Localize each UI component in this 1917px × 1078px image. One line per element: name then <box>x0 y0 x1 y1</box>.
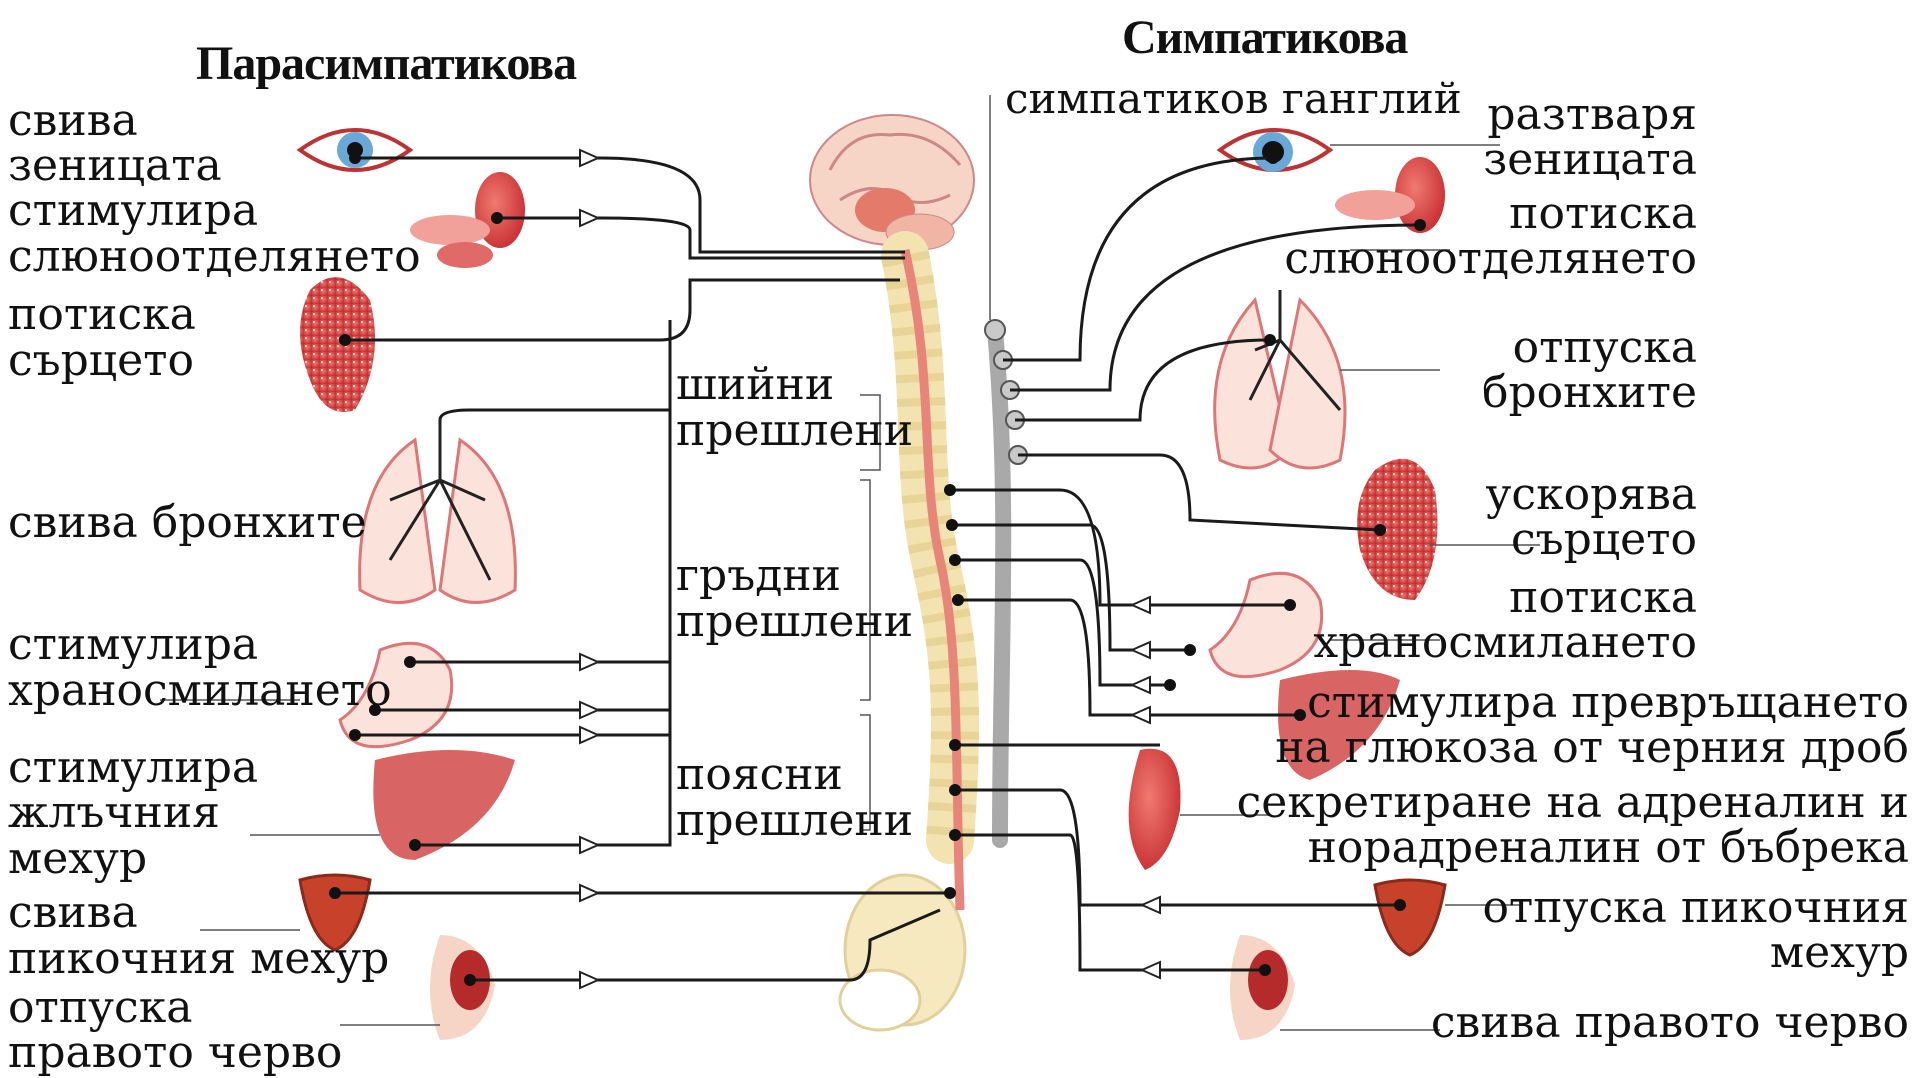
left-heart-line1: потиска <box>8 292 196 337</box>
left-gallbladder-line3: мехур <box>8 836 147 881</box>
parasympathetic-ganglia <box>580 150 598 988</box>
left-digestion-line1: стимулира <box>8 622 258 667</box>
lungs-left <box>360 420 516 603</box>
eye-right <box>1220 130 1330 172</box>
lungs-right <box>1215 290 1345 468</box>
left-rectum-line2: правото черво <box>8 1030 342 1075</box>
right-bladder-line2: мехур <box>1770 930 1909 975</box>
vertebrae-thoracic-line2: прешлени <box>676 599 913 644</box>
left-rectum-line1: отпуска <box>8 985 192 1030</box>
sympathetic-ganglion-label: симпатиков ганглий <box>1005 76 1462 121</box>
rectum-right <box>1230 935 1295 1040</box>
right-bronchi-line2: бронхите <box>1482 370 1697 415</box>
right-digestion-line1: потиска <box>1509 575 1697 620</box>
vertebrae-cervical-line2: прешлени <box>676 408 913 453</box>
right-liver-line2: на глюкоза от черния дроб <box>1275 725 1909 770</box>
left-gallbladder-line2: жлъчния <box>8 790 220 835</box>
right-rectum-line1: свива правото черво <box>1431 1000 1909 1045</box>
sympathetic-ganglion-chain <box>985 320 1027 840</box>
right-adrenal-line1: секретиране на адреналин и <box>1237 780 1909 825</box>
title-parasympathetic: Парасимпатикова <box>196 36 576 91</box>
salivary-gland-left <box>410 172 525 268</box>
left-heart-line2: сърцето <box>8 338 194 383</box>
right-pupil-line1: разтваря <box>1487 92 1697 137</box>
salivary-gland-right <box>1335 157 1445 233</box>
right-heart-line2: сърцето <box>1511 517 1697 562</box>
left-pupil-line1: свива <box>8 98 138 143</box>
right-heart-line1: ускорява <box>1486 472 1697 517</box>
right-bronchi-line1: отпуска <box>1513 325 1697 370</box>
right-bladder-line1: отпуска пикочния <box>1482 885 1909 930</box>
vertebrae-lumbar-line2: прешлени <box>676 798 913 843</box>
title-sympathetic: Симпатикова <box>1122 10 1407 65</box>
vertebrae-lumbar-line1: поясни <box>676 752 843 797</box>
heart-left <box>300 277 375 412</box>
left-saliva-line1: стимулира <box>8 188 258 233</box>
left-digestion-line2: храносмилането <box>8 668 392 713</box>
vertebrae-cervical-line1: шийни <box>676 362 834 407</box>
right-adrenal-line2: норадреналин от бъбрека <box>1308 825 1909 870</box>
left-saliva-line2: слюноотделянето <box>8 234 421 279</box>
vertebrae-thoracic-line1: гръдни <box>676 553 841 598</box>
left-bronchi-line1: свива бронхите <box>8 500 367 545</box>
right-saliva-line1: потиска <box>1509 191 1697 236</box>
left-pupil-line2: зеницата <box>8 143 222 188</box>
stomach-right <box>1210 573 1322 676</box>
right-digestion-line2: храносмилането <box>1313 620 1697 665</box>
left-gallbladder-line1: стимулира <box>8 745 258 790</box>
right-pupil-line2: зеницата <box>1483 137 1697 182</box>
left-bladder-line2: пикочния мехур <box>8 936 389 981</box>
right-saliva-line2: слюноотделянето <box>1284 236 1697 281</box>
right-liver-line1: стимулира превръщането <box>1307 680 1909 725</box>
brain <box>810 115 974 250</box>
left-bladder-line1: свива <box>8 890 138 935</box>
adrenal-kidney-right <box>1129 749 1181 870</box>
bladder-right <box>1375 880 1445 955</box>
